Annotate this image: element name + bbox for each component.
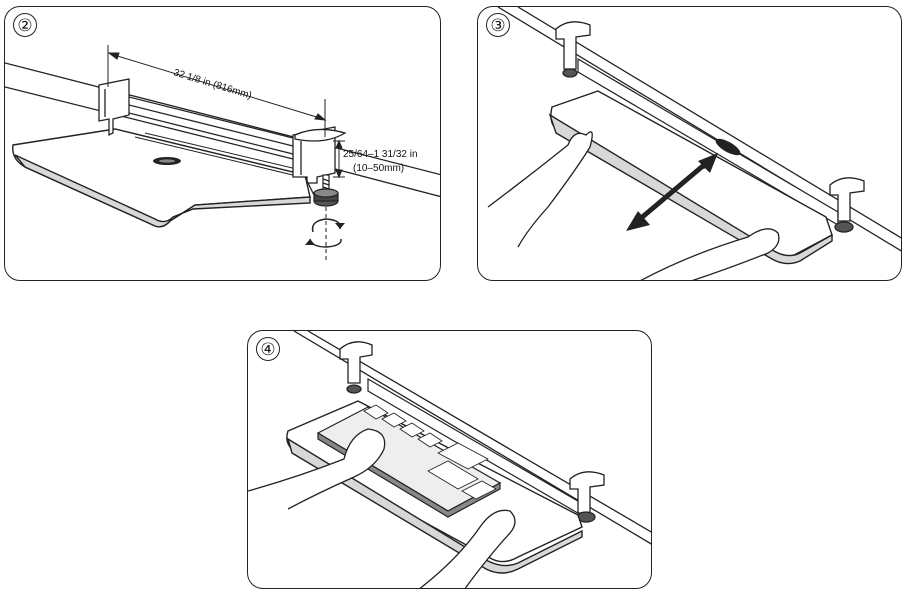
step-4-panel: ④ <box>247 330 652 589</box>
rear-clamp <box>339 341 373 394</box>
left-clamp <box>98 78 130 137</box>
step-2-illustration: 32 1/8 in (816mm) 25/64–1 31/32 in (10–5… <box>5 45 440 262</box>
step-3-panel: ③ <box>477 6 902 281</box>
front-clamp <box>829 177 865 233</box>
clamp-range-label: 25/64–1 31/32 in <box>343 149 418 160</box>
step-number-badge: ④ <box>256 337 280 361</box>
right-clamp <box>292 126 347 198</box>
push-pull-arrow-icon <box>626 153 718 231</box>
brand-logo <box>715 138 741 156</box>
desk-edge <box>5 62 440 198</box>
width-dimension <box>107 45 327 137</box>
clamp-range-dimension <box>333 139 345 179</box>
clamp-range-mm-label: (10–50mm) <box>353 163 404 174</box>
hands <box>487 131 780 280</box>
rear-clamp <box>555 21 591 78</box>
step-2-panel: 32 1/8 in (816mm) 25/64–1 31/32 in (10–5… <box>4 6 441 281</box>
step-4-illustration <box>248 331 651 588</box>
step-number-badge: ③ <box>486 13 510 37</box>
clamp-screw <box>313 174 339 207</box>
hands <box>248 428 516 588</box>
width-dimension-label: 32 1/8 in (816mm) <box>172 67 253 101</box>
rotation-arrow-icon <box>305 207 345 262</box>
front-clamp <box>569 471 605 523</box>
step-3-illustration <box>487 7 901 280</box>
step-number-badge: ② <box>13 13 37 37</box>
keyboard-tray <box>12 128 311 228</box>
